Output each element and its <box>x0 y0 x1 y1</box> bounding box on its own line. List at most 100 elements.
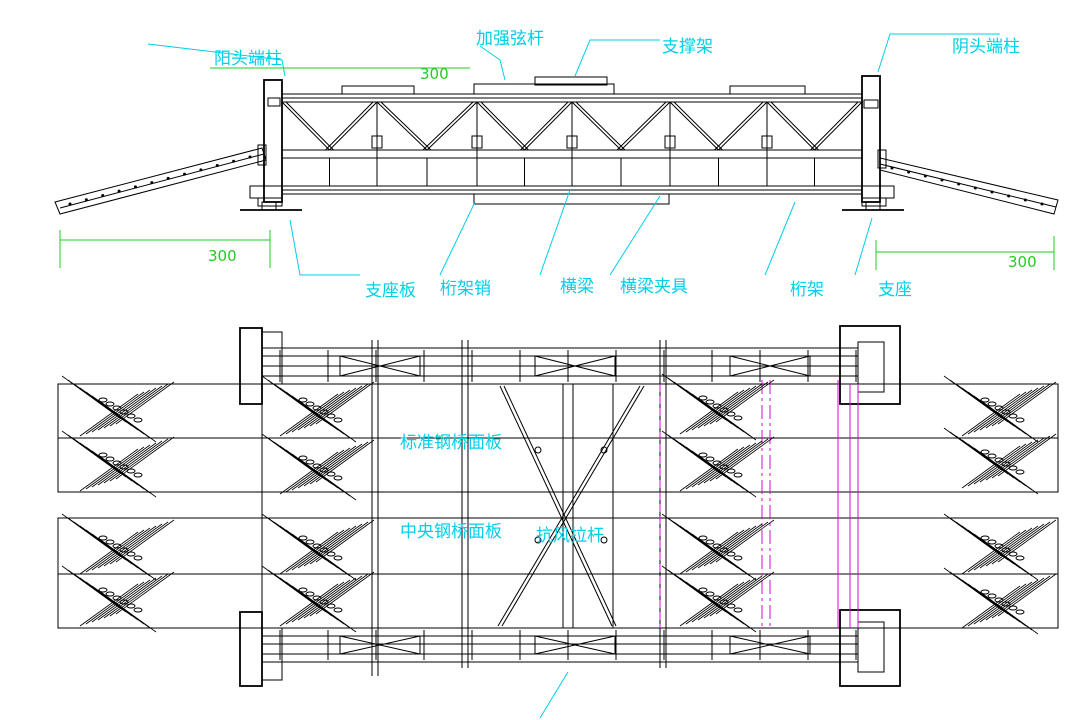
anti-skid-line <box>709 521 769 565</box>
label-cross-beam-clamp: 横梁夹具 <box>620 277 688 297</box>
label-bearing: 支座 <box>878 280 912 300</box>
anti-skid-line <box>297 399 357 443</box>
label-bracing-frame: 支撑架 <box>662 37 713 57</box>
truss-node <box>761 135 773 149</box>
truss-diagonal <box>714 101 764 151</box>
label-anti-sway-rod: 抗风拉杆 <box>536 526 604 546</box>
bearing-left <box>240 197 302 211</box>
anti-skid-line <box>679 448 739 492</box>
anti-skid-line <box>979 439 1039 483</box>
anti-skid-line <box>115 519 175 563</box>
chord-reinforcement-left <box>341 85 415 95</box>
anti-skid-line <box>315 381 375 425</box>
anti-skid-line <box>279 583 339 627</box>
anti-skid-group <box>943 567 1057 635</box>
anti-skid-line <box>103 523 163 567</box>
anti-skid-bolt <box>705 539 715 545</box>
anti-skid-group <box>661 565 775 633</box>
anti-skid-bolt <box>719 547 729 553</box>
anti-skid-line <box>279 451 339 495</box>
anti-skid-line <box>315 571 375 615</box>
anti-skid-bolt <box>112 405 122 411</box>
anti-skid-line <box>979 387 1039 431</box>
anti-skid-bolt <box>1008 551 1018 557</box>
anti-skid-bolt <box>1008 465 1018 471</box>
label-chord-reinforcement: 加强弦杆 <box>476 29 544 49</box>
anti-skid-line <box>303 443 363 487</box>
anti-skid-bolt <box>126 603 136 609</box>
ramp-rivet <box>150 181 154 185</box>
anti-skid-line <box>697 525 757 569</box>
anti-skid-group <box>661 513 775 581</box>
anti-skid-line <box>697 397 757 441</box>
anti-skid-bolt <box>298 535 308 541</box>
anti-skid-line <box>697 442 757 486</box>
anti-skid-line <box>709 438 769 482</box>
ramp-rivet <box>215 164 219 168</box>
label-cross-beam: 横梁 <box>560 277 594 297</box>
truss-diagonal <box>620 101 671 151</box>
anti-skid-line <box>961 585 1021 629</box>
anti-skid-line <box>303 575 363 619</box>
ramp-rivet <box>1040 202 1044 206</box>
anti-skid-line <box>303 523 363 567</box>
leader-bottom <box>539 671 569 719</box>
cross-beams <box>261 340 667 676</box>
anti-skid-line <box>297 537 357 581</box>
anti-skid-bolt <box>312 595 322 601</box>
anti-skid-line <box>985 385 1045 429</box>
truss-diagonal <box>770 101 819 151</box>
anti-skid-line <box>303 385 363 429</box>
anti-skid-bolt <box>305 539 315 545</box>
anti-skid-bolt <box>133 472 143 478</box>
anti-skid-group <box>61 375 175 443</box>
end-blocks <box>239 325 901 687</box>
anti-skid-line <box>297 577 357 621</box>
anti-skid-line <box>997 433 1057 477</box>
truss-node <box>371 135 383 149</box>
truss-diagonal <box>380 101 432 151</box>
anti-skid-bolt <box>1015 609 1025 615</box>
anti-skid-bolt <box>305 401 315 407</box>
anti-skid-bolt <box>133 555 143 561</box>
anti-skid-line <box>961 393 1021 437</box>
truss-diagonal <box>810 101 859 151</box>
anti-skid-line <box>961 531 1021 575</box>
label-truss: 桁架 <box>790 280 824 300</box>
truss-diagonal <box>673 101 723 151</box>
anti-skid-line <box>991 575 1051 619</box>
anti-skid-bolt <box>319 547 329 553</box>
anti-skid-line <box>97 577 157 621</box>
right-ramp <box>879 157 1059 215</box>
anti-skid-line <box>709 573 769 617</box>
truss-rail-top <box>261 347 859 385</box>
anti-skid-bolt <box>705 456 715 462</box>
anti-skid-patterns <box>61 373 1057 635</box>
anti-skid-bolt <box>1001 601 1011 607</box>
anti-skid-bolt <box>1015 417 1025 423</box>
anti-skid-bolt <box>712 595 722 601</box>
anti-skid-line <box>697 537 757 581</box>
anti-skid-line <box>709 381 769 425</box>
anti-skid-bolt <box>698 587 708 593</box>
anti-skid-bolt <box>333 475 343 481</box>
anti-skid-line <box>103 575 163 619</box>
leader-lines <box>147 33 1000 276</box>
truss-diagonal <box>285 101 334 151</box>
truss-node <box>471 135 483 149</box>
ramp-rivet <box>890 166 894 170</box>
anti-skid-line <box>679 531 739 575</box>
anti-skid-bolt <box>326 413 336 419</box>
anti-skid-bolt <box>698 452 708 458</box>
rail-brace <box>534 635 616 655</box>
anti-skid-bolt <box>1015 555 1025 561</box>
rail-panel <box>339 355 421 377</box>
truss-diagonal <box>476 101 525 151</box>
anti-skid-bolt <box>126 551 136 557</box>
anti-skid-bolt <box>719 407 729 413</box>
truss-node <box>664 135 676 149</box>
truss-diagonal <box>718 101 768 151</box>
anti-skid-bolt <box>112 460 122 466</box>
anti-skid-line <box>97 589 157 633</box>
anti-skid-bolt <box>726 468 736 474</box>
